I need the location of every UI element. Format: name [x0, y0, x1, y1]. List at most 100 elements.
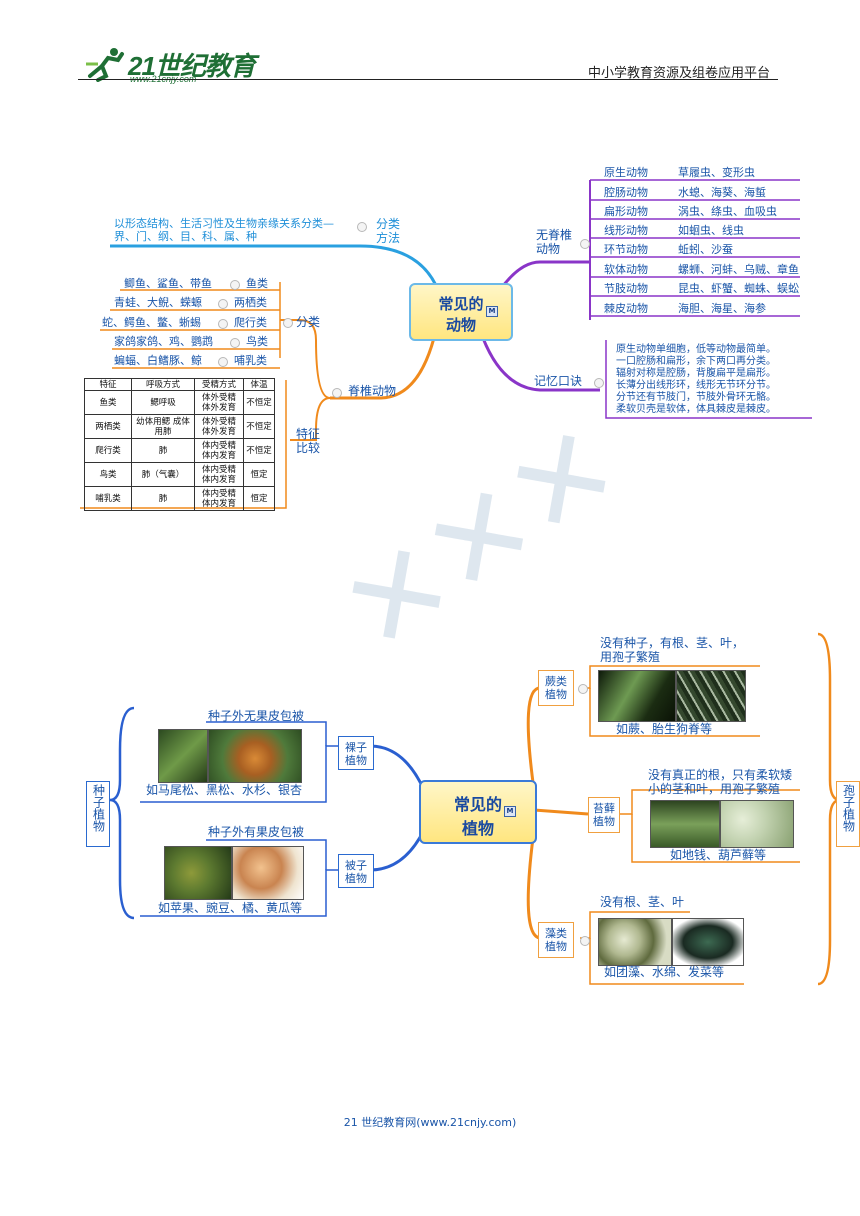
invertebrate-examples: 草履虫、变形虫	[678, 166, 755, 179]
angiosperm-examples: 如苹果、豌豆、橘、黄瓜等	[158, 901, 303, 915]
algae-desc: 没有根、茎、叶	[600, 895, 685, 909]
angiosperm-desc: 种子外有果皮包被	[208, 825, 305, 839]
angiosperm-label: 被子植物	[345, 859, 367, 885]
collapse-icon[interactable]	[283, 318, 293, 328]
invertebrate-group: 节肢动物	[604, 282, 648, 295]
invertebrate-group: 环节动物	[604, 243, 648, 256]
collapse-icon[interactable]	[580, 936, 590, 946]
mnemonic-line: 长薄分出线形环，线形无节环分节。	[616, 380, 776, 391]
vertebrate-class: 两栖类	[234, 296, 267, 309]
spore-plants-node[interactable]: 孢子植物	[836, 781, 860, 847]
table-cell: 体外受精 体外发育	[194, 414, 244, 439]
volvox-photo	[598, 918, 672, 966]
plants-center-node[interactable]: 常见的 植物	[419, 780, 537, 844]
plant-map-connectors	[109, 632, 841, 986]
invertebrate-examples: 蚯蚓、沙蚕	[678, 243, 733, 256]
algae-label: 藻类植物	[545, 927, 567, 953]
angiosperm-node[interactable]: 被子植物	[338, 854, 374, 888]
platform-title: 中小学教育资源及组卷应用平台	[587, 66, 770, 81]
vertebrate-examples: 蝙蝠、白鳍豚、鲸	[114, 354, 202, 367]
method-label2: 方法	[376, 231, 401, 245]
center-line2: 动物	[445, 316, 476, 334]
fern-desc2: 用孢子繁殖	[600, 650, 661, 664]
classify-label: 分类	[296, 315, 321, 329]
liverwort-photo	[650, 800, 720, 848]
collapse-icon[interactable]	[578, 684, 588, 694]
mnemonic-line: 原生动物单细胞，低等动物最简单。	[616, 344, 776, 355]
algae-examples: 如团藻、水绵、发菜等	[604, 965, 725, 979]
fern-leaf-photo	[676, 670, 746, 722]
collapse-icon[interactable]	[218, 319, 228, 329]
invertebrate-label1: 无脊椎	[536, 228, 573, 242]
collapse-icon[interactable]	[218, 357, 228, 367]
vertebrate-label: 脊椎动物	[348, 384, 397, 398]
invertebrate-examples: 海胆、海星、海参	[678, 302, 766, 315]
invertebrate-examples: 昆虫、虾蟹、蜘蛛、蜈蚣	[678, 282, 799, 295]
algae-node[interactable]: 藻类植物	[538, 922, 574, 958]
invertebrate-examples: 水螅、海葵、海蜇	[678, 186, 766, 199]
collapse-icon[interactable]	[230, 338, 240, 348]
vertebrate-examples: 家鸽家鸽、鸡、鹦鹉	[114, 335, 213, 348]
collapse-icon[interactable]	[332, 388, 342, 398]
table-header: 受精方式	[194, 378, 244, 391]
table-cell: 两栖类	[84, 414, 132, 439]
center-line1: 常见的	[438, 295, 484, 313]
table-cell: 爬行类	[84, 438, 132, 463]
seed-plants-label: 种子植物	[91, 784, 106, 832]
moss-examples: 如地钱、葫芦藓等	[670, 848, 767, 862]
table-cell: 不恒定	[243, 390, 275, 415]
map-marker-icon: M	[486, 306, 498, 317]
collapse-icon[interactable]	[218, 299, 228, 309]
gymnosperm-examples: 如马尾松、黑松、水杉、银杏	[146, 783, 303, 797]
table-cell: 体外受精 体外发育	[194, 390, 244, 415]
footer-text: 21 世纪教育网(www.21cnjy.com)	[343, 1116, 517, 1129]
moss-photo	[720, 800, 794, 848]
invertebrate-examples: 螺蛳、河蚌、乌贼、章鱼	[678, 263, 799, 276]
plants-center-line2: 植物	[461, 819, 494, 838]
fern-photo	[598, 670, 676, 722]
moss-node[interactable]: 苔藓植物	[588, 797, 620, 833]
collapse-icon[interactable]	[580, 239, 590, 249]
table-cell: 恒定	[243, 486, 275, 511]
header-divider	[78, 79, 778, 80]
spore-plants-label: 孢子植物	[841, 784, 856, 832]
invertebrate-group: 原生动物	[604, 166, 648, 179]
spirogyra-photo	[672, 918, 744, 966]
vertebrate-examples: 鲫鱼、鲨鱼、带鱼	[124, 277, 212, 290]
invertebrate-group: 棘皮动物	[604, 302, 648, 315]
table-cell: 不恒定	[243, 414, 275, 439]
fern-node[interactable]: 蕨类植物	[538, 670, 574, 706]
mnemonic-line: 分节还有节肢门，节肢外骨环无骼。	[616, 392, 776, 403]
map-marker-icon: M	[504, 806, 516, 817]
invertebrate-group: 腔肠动物	[604, 186, 648, 199]
table-cell: 肺（气囊）	[131, 462, 195, 487]
invertebrate-examples: 如蛔虫、线虫	[678, 224, 744, 237]
table-header: 呼吸方式	[131, 378, 195, 391]
moss-label: 苔藓植物	[593, 802, 615, 828]
gymnosperm-node[interactable]: 裸子植物	[338, 736, 374, 770]
table-cell: 恒定	[243, 462, 275, 487]
apple-photo	[164, 846, 232, 900]
feature-table: 特征 呼吸方式 受精方式 体温 鱼类 鳃呼吸 体外受精 体外发育 不恒定 两栖类…	[84, 378, 275, 511]
fruit-photo	[232, 846, 304, 900]
collapse-icon[interactable]	[230, 280, 240, 290]
fern-examples: 如蕨、胎生狗脊等	[616, 722, 713, 736]
gymnosperm-desc: 种子外无果皮包被	[208, 709, 305, 723]
invertebrate-group: 软体动物	[604, 263, 648, 276]
compare-label1: 特征	[296, 427, 321, 441]
fern-desc1: 没有种子，有根、茎、叶，	[600, 636, 745, 650]
vertebrate-class: 爬行类	[234, 316, 267, 329]
plants-center-line1: 常见的	[453, 795, 502, 814]
mnemonic-label: 记忆口诀	[534, 374, 583, 388]
seed-plants-node[interactable]: 种子植物	[86, 781, 110, 847]
compare-label2: 比较	[296, 441, 321, 455]
invertebrate-examples: 涡虫、绦虫、血吸虫	[678, 205, 777, 218]
gymnosperm-label: 裸子植物	[345, 741, 367, 767]
invertebrate-group: 线形动物	[604, 224, 648, 237]
collapse-icon[interactable]	[357, 222, 367, 232]
table-cell: 肺	[131, 438, 195, 463]
method-line1: 以形态结构、生活习性及生物亲缘关系分类—	[114, 217, 334, 230]
pine-photo	[158, 729, 208, 783]
mnemonic-line: 辐射对称是腔肠，背腹扁平是扁形。	[616, 368, 776, 379]
collapse-icon[interactable]	[594, 378, 604, 388]
